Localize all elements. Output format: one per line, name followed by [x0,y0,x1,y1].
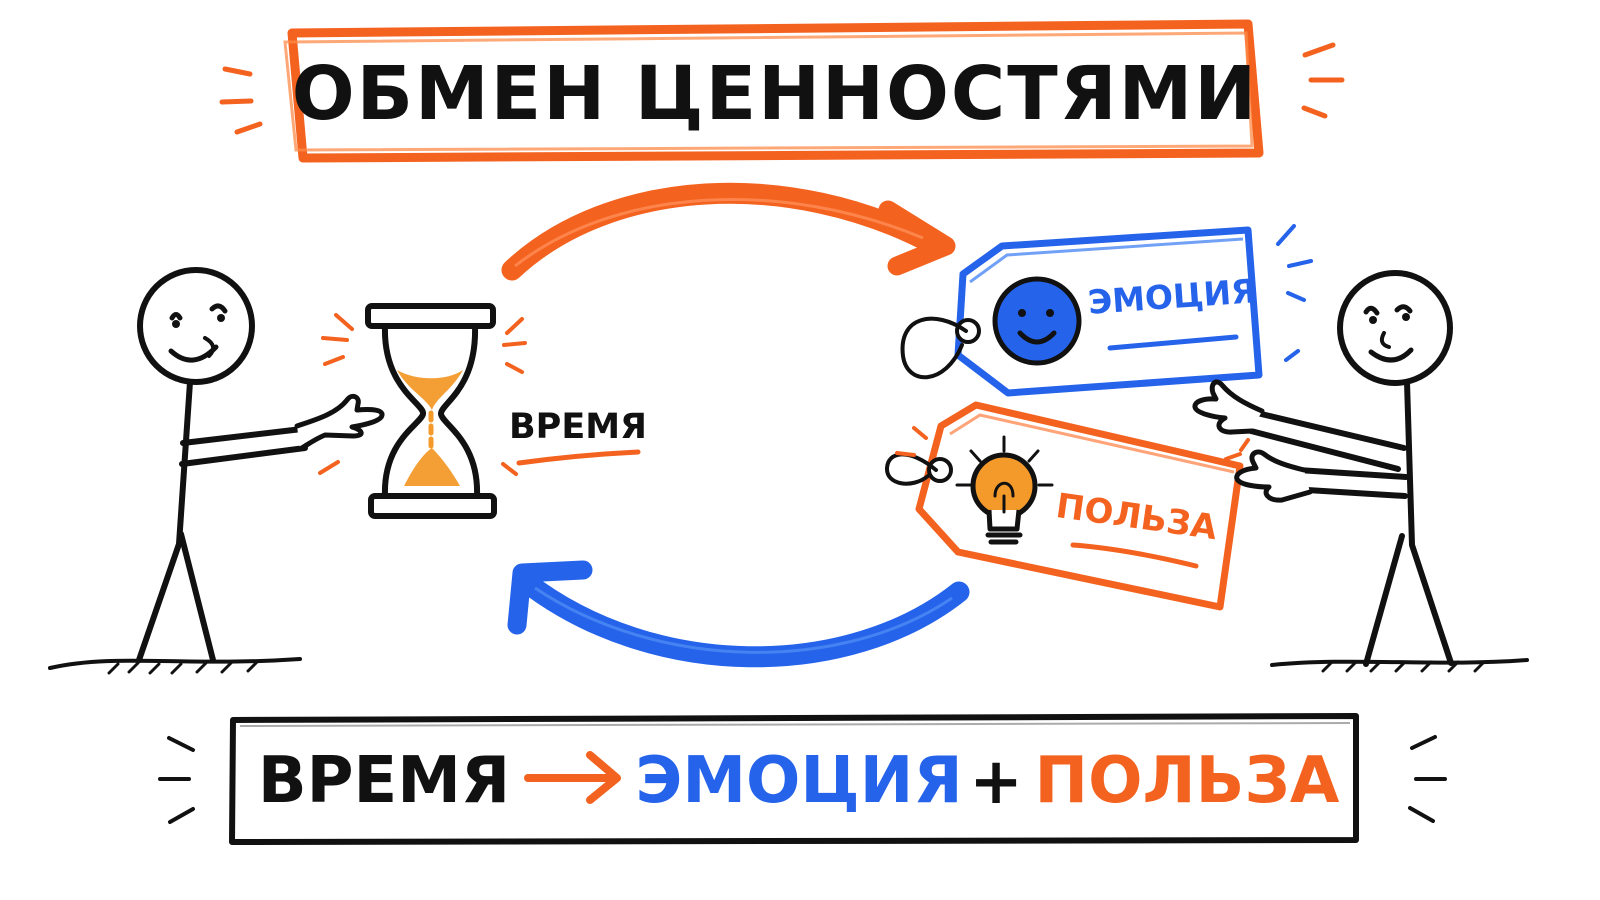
title-accent-right-3 [1301,105,1328,119]
title-accent-left-3 [234,121,263,135]
lightbulb-icon [955,435,1054,545]
emotion-underline [1107,334,1239,351]
time-label: ВРЕМЯ [509,407,647,447]
title-frame: ОБМЕН ЦЕННОСТЯМИ [219,19,1345,163]
formula-right: ПОЛЬЗА [1035,744,1340,818]
left-person [48,267,385,675]
right-person-hand-upper [1192,379,1265,435]
hourglass-icon [318,303,527,519]
title-accent-left-1 [222,66,253,77]
right-person-hand-lower [1234,449,1313,503]
right-person [1192,270,1529,673]
formula-box: ВРЕМЯ ЭМОЦИЯ + ПОЛЬЗА [158,713,1447,845]
time-label-group: ВРЕМЯ [509,407,647,466]
arrow-right-icon [501,182,944,281]
formula-middle: ЭМОЦИЯ [635,744,962,818]
benefit-underline [1070,542,1199,569]
exchange-arrows [501,182,970,668]
smiley-icon [992,276,1082,366]
emotion-tag: ЭМОЦИЯ [900,224,1313,397]
left-person-hand [294,393,385,452]
formula-left: ВРЕМЯ [258,744,510,818]
page-title: ОБМЕН ЦЕННОСТЯМИ [292,51,1259,137]
formula-operator: + [969,745,1023,819]
title-accent-left-2 [219,98,254,105]
title-accent-right-1 [1302,42,1336,58]
formula-arrow-icon [524,751,621,804]
benefit-tag: ПОЛЬЗА [885,401,1244,611]
left-person-head [137,267,255,385]
time-underline [516,449,641,466]
right-person-head [1337,270,1453,386]
